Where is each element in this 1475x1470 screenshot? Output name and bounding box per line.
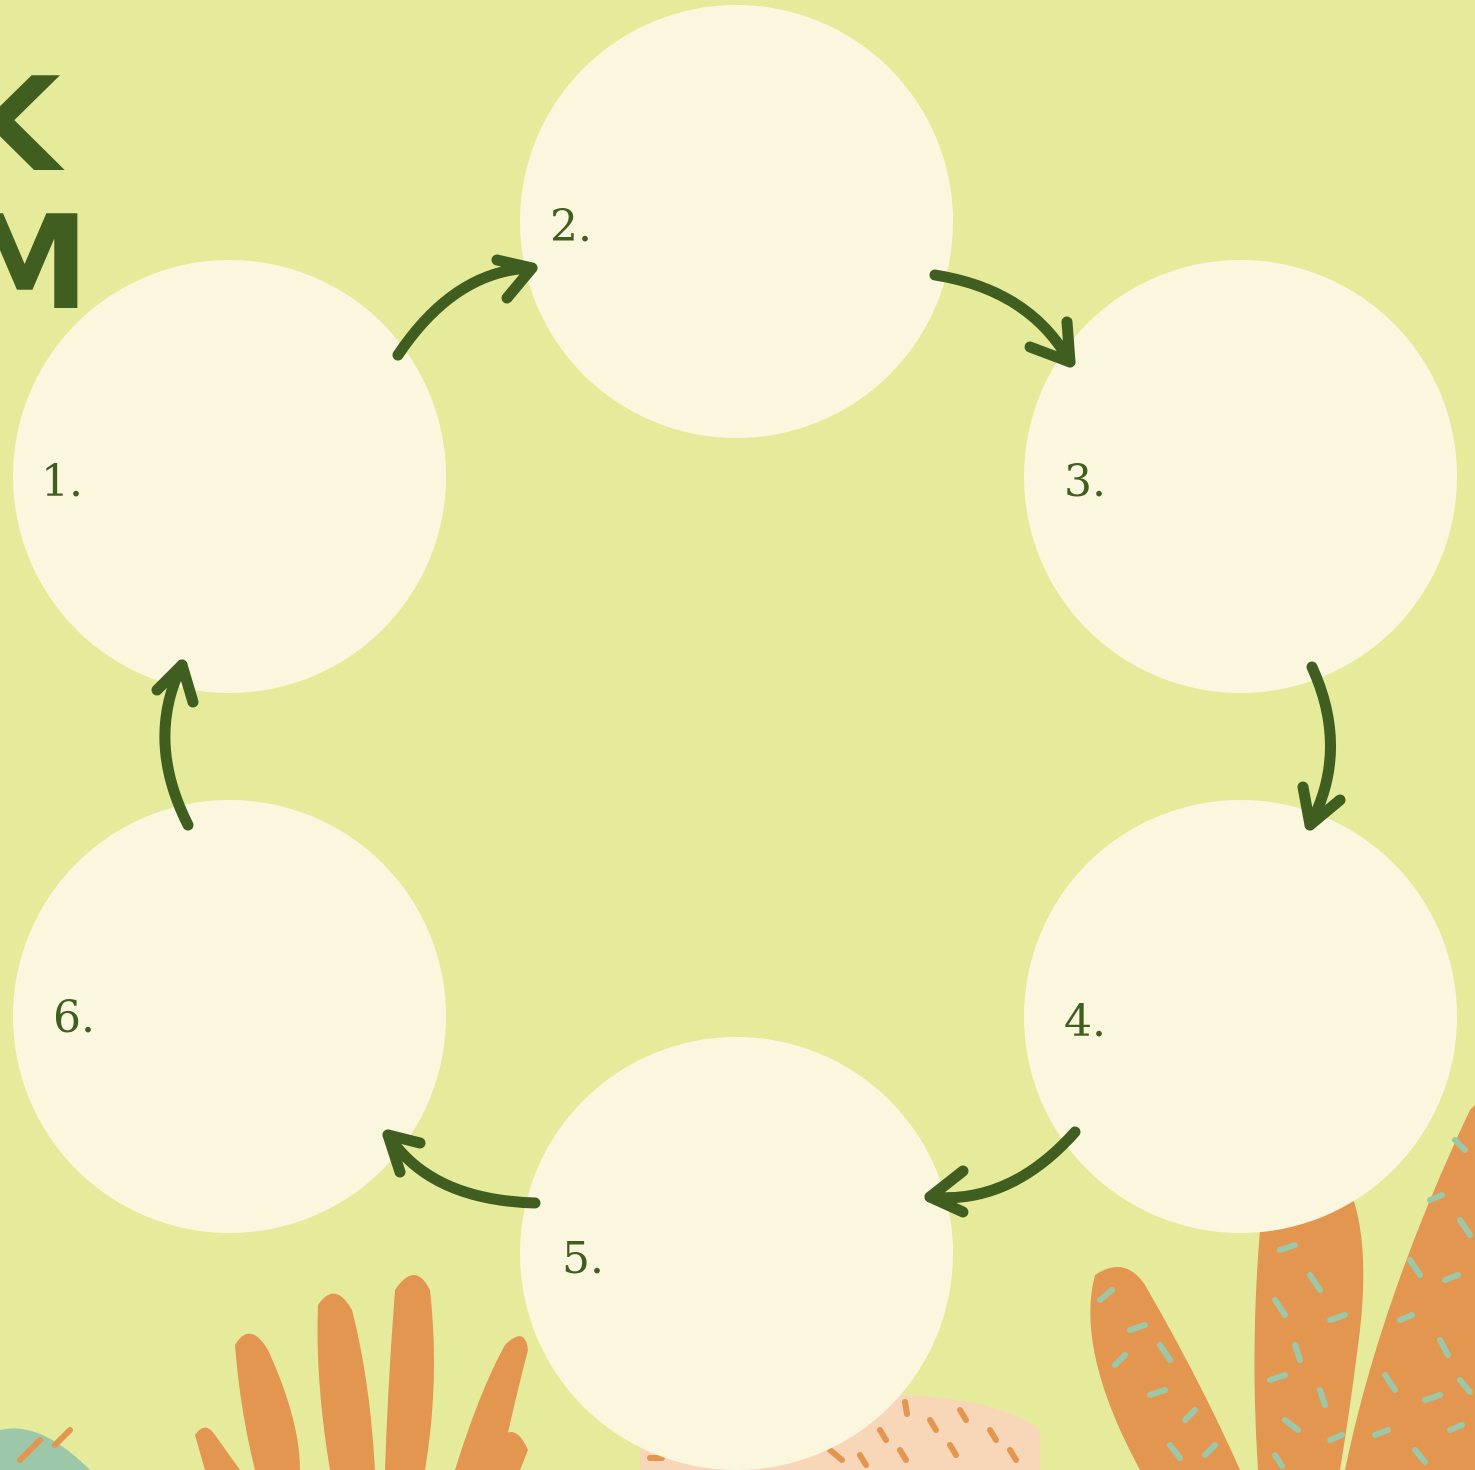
arrow-2-to-3 — [935, 275, 1070, 362]
arrow-1-to-2 — [398, 260, 532, 355]
arrow-6-to-1 — [157, 665, 193, 825]
arrow-4-to-5 — [930, 1132, 1075, 1212]
arrow-5-to-6 — [388, 1135, 535, 1203]
arrow-3-to-4 — [1303, 667, 1340, 825]
